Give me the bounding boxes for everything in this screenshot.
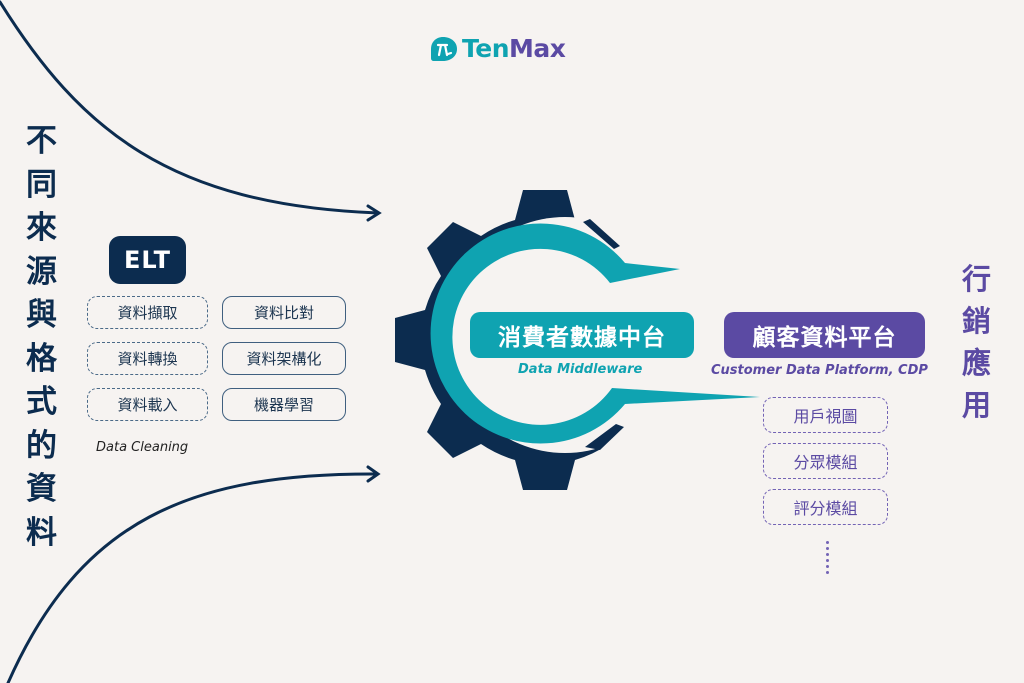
more-modules-ellipsis-icon — [826, 541, 830, 574]
elt-badge: ELT — [109, 236, 186, 284]
title-char: 資 — [26, 471, 57, 507]
data-middleware-title: 消費者數據中台 — [470, 312, 694, 358]
bottom-flow-arrow — [6, 465, 381, 683]
tenmax-badge-icon — [431, 36, 457, 61]
step-data-structuring: 資料架構化 — [222, 342, 346, 375]
elt-step-transform: 資料轉換 — [87, 342, 208, 375]
title-char: 同 — [26, 166, 57, 203]
title-char: 銷 — [962, 304, 992, 338]
gear-sliver-top — [583, 219, 620, 249]
step-data-matching: 資料比對 — [222, 296, 346, 329]
step-machine-learning: 機器學習 — [222, 388, 346, 421]
title-char: 來 — [26, 210, 57, 246]
title-char: 用 — [962, 388, 992, 422]
elt-step-extract: 資料擷取 — [87, 296, 208, 329]
brand-name-ten: Ten — [462, 34, 510, 63]
title-char: 式 — [26, 384, 57, 420]
cdp-module-user-view: 用戶視圖 — [763, 397, 888, 433]
title-char: 格 — [26, 340, 57, 377]
title-char: 應 — [962, 346, 992, 380]
title-char: 的 — [26, 427, 57, 464]
cdp-caption: Customer Data Platform, CDP — [711, 363, 928, 378]
data-middleware-caption: Data Middleware — [518, 362, 643, 377]
cdp-title: 顧客資料平台 — [724, 312, 925, 358]
right-vertical-title: 行 銷 應 用 — [962, 258, 991, 426]
data-cleaning-caption: Data Cleaning — [96, 440, 189, 455]
title-char: 與 — [26, 297, 57, 333]
teal-c-ring — [430, 223, 760, 444]
cdp-module-segmentation: 分眾模組 — [763, 443, 888, 479]
elt-step-load: 資料載入 — [87, 388, 208, 421]
gear-sliver-bottom — [585, 424, 624, 450]
title-char: 料 — [26, 514, 57, 551]
title-char: 源 — [26, 253, 57, 290]
left-vertical-title: 不 同 來 源 與 格 式 的 資 料 — [26, 120, 57, 555]
cdp-module-scoring: 評分模組 — [763, 489, 888, 525]
top-flow-arrow — [0, 0, 382, 222]
brand-name-max: Max — [509, 34, 566, 63]
title-char: 行 — [962, 262, 992, 296]
title-char: 不 — [26, 123, 57, 159]
